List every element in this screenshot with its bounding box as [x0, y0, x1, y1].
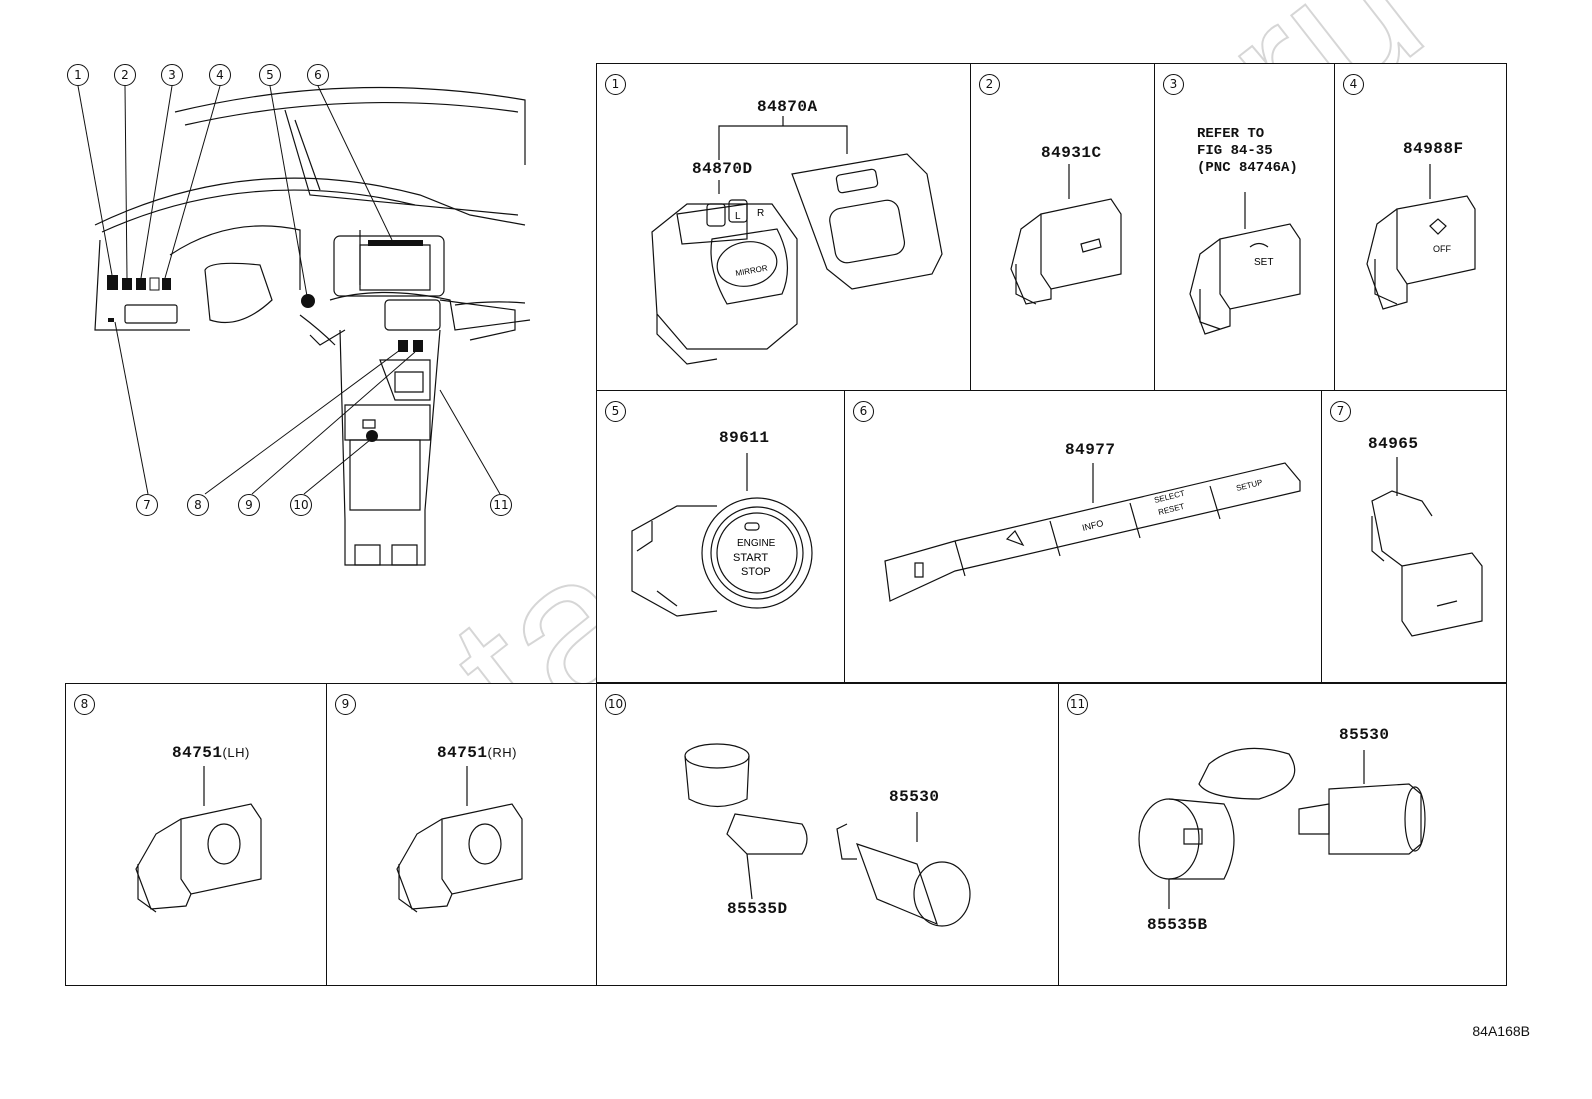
part-number-84988F: 84988F [1403, 140, 1464, 158]
panel-6: 6 84977 INFO SELECT RESET SETUP [844, 390, 1322, 683]
panel-number: 6 [853, 401, 874, 422]
svg-text:STOP: STOP [741, 566, 771, 578]
panel-1: 1 84870A 84870D L R MIRROR [596, 63, 971, 391]
panel-number: 1 [605, 74, 626, 95]
liftgate-switch-icon [971, 64, 1156, 392]
panel-number: 3 [1163, 74, 1184, 95]
panel-11: 11 85530 85535B [1058, 683, 1507, 986]
part-number-84977: 84977 [1065, 441, 1116, 459]
power-outlet-socket-icon [1059, 684, 1508, 987]
part-number-84870A: 84870A [757, 98, 818, 116]
panel-number: 5 [605, 401, 626, 422]
overview-callout-11: 11 [490, 494, 512, 516]
vsc-off-switch-icon: OFF [1335, 64, 1508, 392]
part-number: 84751 [172, 744, 223, 762]
svg-text:L: L [735, 211, 741, 222]
panel-10: 10 85530 85535D [596, 683, 1059, 986]
svg-text:INFO: INFO [1081, 518, 1104, 533]
panel-number: 7 [1330, 401, 1351, 422]
hazard-info-switch-panel-icon: INFO SELECT RESET SETUP [845, 391, 1323, 684]
side-label: (RH) [487, 745, 517, 760]
part-number-84931C: 84931C [1041, 144, 1102, 162]
part-number-85535B: 85535B [1147, 916, 1208, 934]
panel-5: 5 89611 ENGINE START STOP [596, 390, 845, 683]
part-number-84870D: 84870D [692, 160, 753, 178]
side-label: (LH) [222, 745, 250, 760]
figure-code: 84A168B [1472, 1023, 1530, 1039]
seat-heater-switch-lh-icon [66, 684, 328, 987]
part-number-84751-lh: 84751(LH) [172, 744, 250, 762]
svg-text:R: R [757, 208, 764, 219]
overview-callout-9: 9 [238, 494, 260, 516]
overview-callout-6: 6 [307, 64, 329, 86]
mirror-switch-icon: L R MIRROR [597, 64, 972, 392]
panel-3: 3 REFER TO FIG 84-35 (PNC 84746A) SET [1154, 63, 1335, 391]
switch-84965-icon [1322, 391, 1508, 684]
overview-callout-5: 5 [259, 64, 281, 86]
overview-callout-1: 1 [67, 64, 89, 86]
part-number-85535D: 85535D [727, 900, 788, 918]
panel-number: 4 [1343, 74, 1364, 95]
panel-8: 8 84751(LH) [65, 683, 327, 986]
overview-callout-10: 10 [290, 494, 312, 516]
panel-2: 2 84931C [970, 63, 1155, 391]
panel-number: 9 [335, 694, 356, 715]
panel-4: 4 84988F OFF [1334, 63, 1507, 391]
power-outlet-socket-icon [597, 684, 1060, 987]
overview-callout-2: 2 [114, 64, 136, 86]
part-number-89611: 89611 [719, 429, 770, 447]
svg-text:SET: SET [1254, 257, 1273, 268]
engine-start-stop-button-icon: ENGINE START STOP [597, 391, 846, 684]
overview-callout-3: 3 [161, 64, 183, 86]
overview-callout-7: 7 [136, 494, 158, 516]
part-number-85530: 85530 [1339, 726, 1390, 744]
svg-text:ENGINE: ENGINE [737, 538, 776, 549]
panel-number: 10 [605, 694, 626, 715]
panel-9: 9 84751(RH) [326, 683, 597, 986]
svg-text:RESET: RESET [1157, 502, 1185, 517]
part-number-84751-rh: 84751(RH) [437, 744, 517, 762]
refer-note: REFER TO FIG 84-35 (PNC 84746A) [1197, 126, 1298, 176]
seat-heater-switch-rh-icon [327, 684, 598, 987]
svg-text:START: START [733, 552, 768, 564]
svg-text:OFF: OFF [1433, 244, 1451, 254]
part-number-85530: 85530 [889, 788, 940, 806]
svg-text:MIRROR: MIRROR [735, 263, 769, 278]
panel-number: 8 [74, 694, 95, 715]
part-number-84965: 84965 [1368, 435, 1419, 453]
svg-text:SETUP: SETUP [1235, 478, 1263, 493]
cruise-set-switch-icon: SET [1155, 64, 1336, 392]
panel-7: 7 84965 [1321, 390, 1507, 683]
panel-number: 11 [1067, 694, 1088, 715]
part-number: 84751 [437, 744, 488, 762]
panel-number: 2 [979, 74, 1000, 95]
overview-callout-4: 4 [209, 64, 231, 86]
overview-callout-8: 8 [187, 494, 209, 516]
